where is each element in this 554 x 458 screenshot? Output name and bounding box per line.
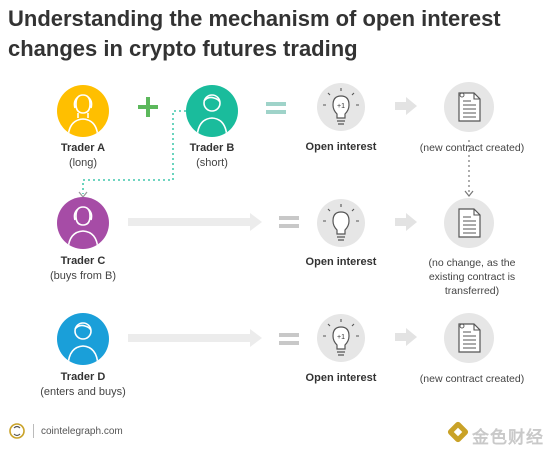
trader-a-avatar: [57, 85, 109, 137]
trader-b-avatar: [186, 85, 238, 137]
trader-c-label: Trader C (buys from B): [23, 254, 143, 284]
long-arrow-row3: [128, 329, 262, 347]
result-row2-line1: (no change, as the: [428, 257, 516, 269]
trader-c-role: (buys from B): [49, 270, 116, 282]
document-icon: [444, 313, 494, 363]
watermark-logo-icon: [447, 421, 469, 443]
result-row2: (no change, as the existing contract is …: [404, 256, 540, 298]
trader-a-role: (long): [68, 157, 98, 169]
document-icon: [444, 198, 494, 248]
long-arrow-row2: [128, 213, 262, 231]
watermark-text: 金色财经: [472, 428, 544, 447]
oi-badge-row3: +1: [337, 334, 345, 341]
trader-b-name: Trader B: [189, 142, 235, 154]
trader-d-role: (enters and buys): [40, 386, 126, 398]
dotted-connector-doc-arrowhead: [464, 190, 474, 197]
trader-d-name: Trader D: [60, 371, 106, 383]
oi-label-row3: Open interest: [305, 372, 377, 384]
trader-b-label: Trader B (short): [162, 141, 262, 171]
equals-icon: [266, 102, 286, 114]
logo-icon: [9, 423, 25, 439]
footer-divider: [33, 424, 34, 438]
equals-icon: [279, 216, 299, 228]
result-row3: (new contract created): [419, 373, 525, 385]
arrow-right-icon: [395, 328, 417, 346]
dotted-connector-c-arrowhead: [78, 191, 88, 198]
oi-label-row2: Open interest: [305, 256, 377, 268]
trader-a-label: Trader A (long): [33, 141, 133, 171]
trader-c-avatar: [57, 197, 109, 249]
lightbulb-icon: [317, 199, 365, 247]
plus-icon: [138, 97, 158, 117]
result-row1: (new contract created): [419, 142, 525, 154]
lightbulb-icon: +1: [317, 83, 365, 131]
result-row2-line3: transferred): [444, 285, 500, 297]
footer-brand-link[interactable]: cointelegraph.com: [41, 426, 123, 437]
dotted-connector-b-to-c: [82, 110, 186, 194]
trader-d-avatar: [57, 313, 109, 365]
trader-d-label: Trader D (enters and buys): [23, 370, 143, 400]
oi-badge-row1: +1: [337, 103, 345, 110]
page-title: Understanding the mechanism of open inte…: [8, 6, 501, 61]
arrow-right-icon: [395, 213, 417, 231]
document-icon: [444, 82, 494, 132]
trader-b-role: (short): [196, 157, 228, 169]
trader-a-name: Trader A: [60, 142, 106, 154]
arrow-right-icon: [395, 97, 417, 115]
equals-icon: [279, 333, 299, 345]
lightbulb-icon: +1: [317, 314, 365, 362]
result-row2-line2: existing contract is: [428, 271, 516, 283]
oi-label-row1: Open interest: [305, 141, 377, 153]
trader-c-name: Trader C: [60, 255, 106, 267]
